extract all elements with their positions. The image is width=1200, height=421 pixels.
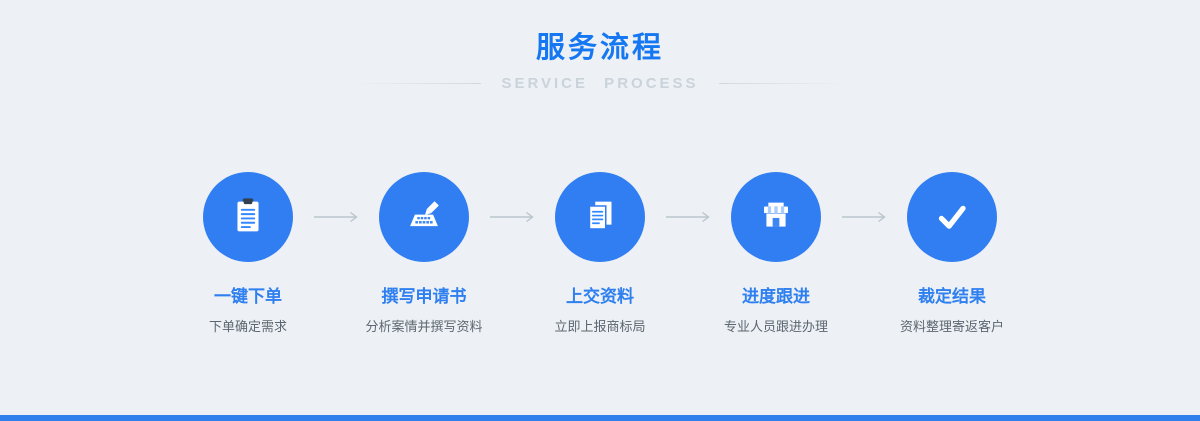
clipboard-order-icon — [225, 194, 271, 240]
arrow-right-icon — [841, 211, 887, 223]
section-header: 服务流程 SERVICE PROCESS — [0, 0, 1200, 92]
step-desc: 资料整理寄返客户 — [899, 319, 1004, 334]
step-circle — [907, 172, 997, 262]
checkmark-icon — [929, 194, 975, 240]
documents-icon — [577, 194, 623, 240]
step-title: 一键下单 — [214, 287, 282, 306]
decorative-line-right — [718, 83, 847, 84]
step-item-submit: 上交资料 立即上报商标局 — [535, 172, 665, 335]
decorative-line-left — [353, 83, 482, 84]
step-title: 裁定结果 — [918, 287, 986, 306]
arrow-right-icon — [489, 211, 535, 223]
step-desc: 下单确定需求 — [208, 319, 287, 334]
step-desc: 立即上报商标局 — [554, 319, 646, 334]
step-desc: 专业人员跟进办理 — [723, 319, 828, 334]
keyboard-pen-icon — [401, 194, 447, 240]
step-item-progress: 进度跟进 专业人员跟进办理 — [711, 172, 841, 335]
page-title: 服务流程 — [535, 32, 664, 64]
step-item-write: 撰写申请书 分析案情并撰写资料 — [359, 172, 489, 335]
arrow-right-icon — [313, 211, 359, 223]
page-subtitle: SERVICE PROCESS — [501, 75, 699, 92]
step-title: 撰写申请书 — [381, 287, 467, 306]
storefront-icon — [753, 194, 799, 240]
step-desc: 分析案情并撰写资料 — [365, 319, 483, 334]
step-item-order: 一键下单 下单确定需求 — [183, 172, 313, 335]
step-title: 上交资料 — [566, 287, 634, 306]
step-item-result: 裁定结果 资料整理寄返客户 — [887, 172, 1017, 335]
step-circle — [555, 172, 645, 262]
subtitle-row: SERVICE PROCESS — [0, 75, 1200, 92]
step-circle — [379, 172, 469, 262]
step-circle — [203, 172, 293, 262]
arrow-right-icon — [665, 211, 711, 223]
bottom-accent-bar — [0, 415, 1200, 421]
step-circle — [731, 172, 821, 262]
step-title: 进度跟进 — [742, 287, 810, 306]
steps-row: 一键下单 下单确定需求 — [0, 172, 1200, 335]
